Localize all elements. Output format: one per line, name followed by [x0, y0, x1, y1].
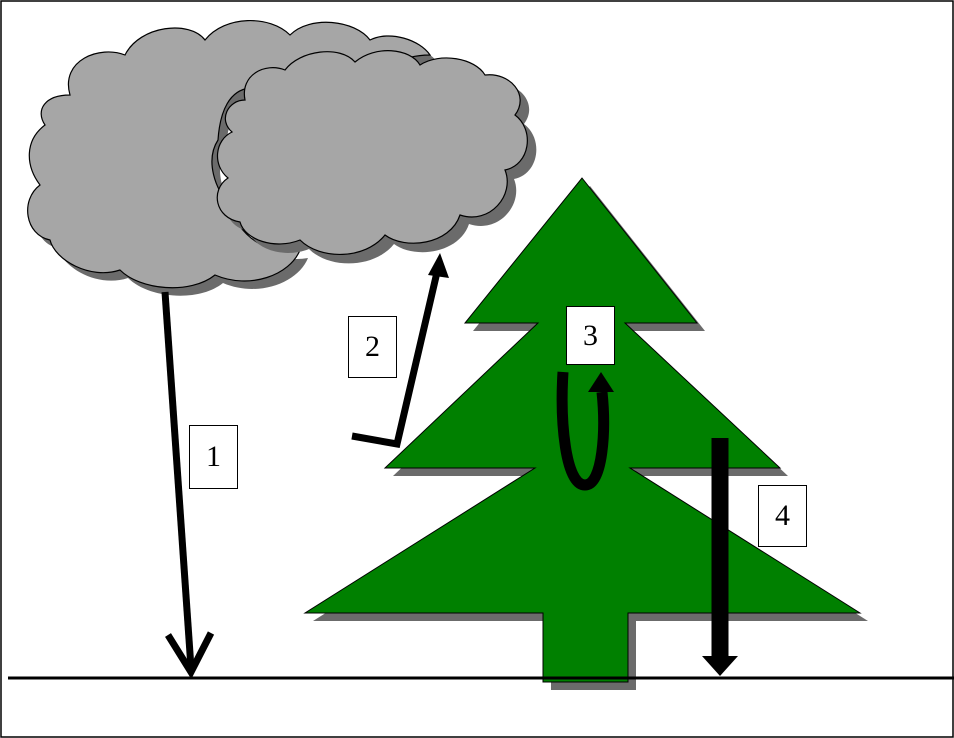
- label-1: 1: [189, 425, 238, 489]
- arrow-1-shaft: [161, 291, 195, 669]
- arrow-2-shaft: [351, 267, 442, 449]
- cloud-icon: [216, 50, 528, 256]
- arrow-4-head: [702, 656, 738, 676]
- cloud-icon: [27, 19, 432, 289]
- arrow-2-head: [428, 253, 449, 278]
- arrow-1-head: [165, 631, 215, 680]
- arrow-3-shaft: [556, 371, 610, 491]
- arrow-3-head: [588, 372, 614, 392]
- label-2: 2: [348, 316, 397, 378]
- label-4: 4: [758, 485, 807, 547]
- label-3: 3: [566, 306, 615, 365]
